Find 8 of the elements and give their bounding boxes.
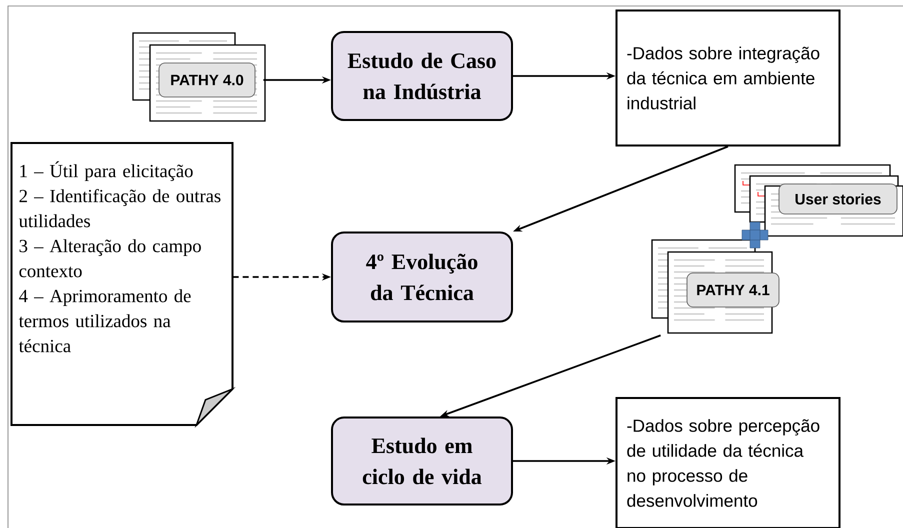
data-box: -Dados sobre integração da técnica em ambiente industrial xyxy=(616,10,840,146)
stage-box: 4º Evolução da Técnica xyxy=(331,232,513,322)
label-button: PATHY 4.1 xyxy=(686,272,780,308)
data-box: -Dados sobre percepção de utilidade da técnica no processo de desenvolvimento xyxy=(616,397,840,528)
label-button: PATHY 4.0 xyxy=(158,62,256,98)
stage-box: Estudo de Caso na Indústria xyxy=(331,31,513,121)
label-button: User stories xyxy=(778,184,898,214)
stage-box: Estudo em ciclo de vida xyxy=(331,416,513,506)
